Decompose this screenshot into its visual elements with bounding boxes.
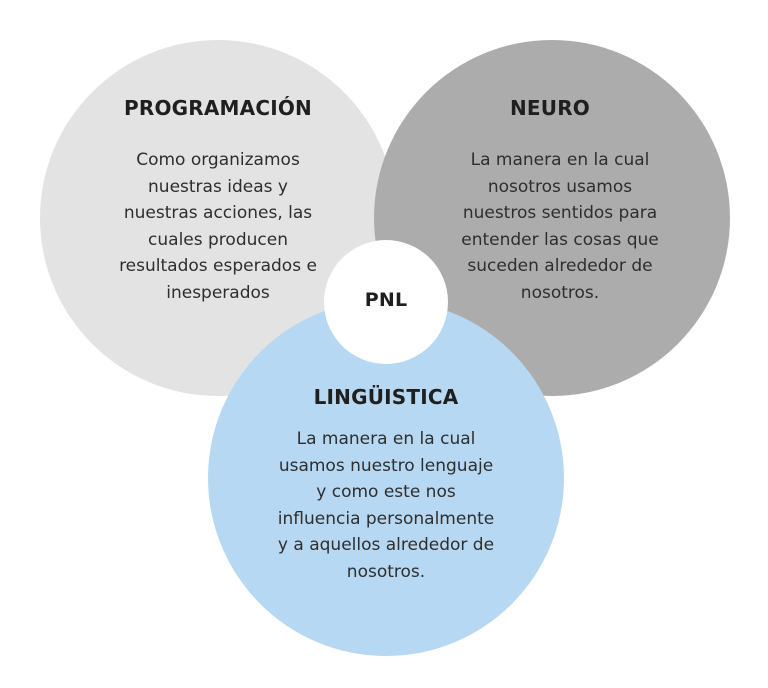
programacion-description: Como organizamos nuestras ideas y nuestr…: [88, 147, 348, 306]
programacion-line: cuales producen: [148, 229, 288, 250]
linguistica-line: y como este nos: [316, 482, 456, 502]
neuro-line: nuestros sentidos para: [462, 203, 658, 223]
programacion-line: inesperados: [166, 282, 270, 303]
programacion-line: nuestras ideas y: [148, 176, 288, 197]
neuro-description: La manera en la cual nosotros usamos nue…: [430, 147, 690, 306]
neuro-line: La manera en la cual: [470, 150, 650, 170]
neuro-line: nosotros usamos: [487, 176, 633, 197]
programacion-title: PROGRAMACIÓN: [124, 96, 312, 120]
linguistica-line: nosotros.: [346, 561, 426, 582]
neuro-title: NEURO: [509, 96, 591, 120]
pnl-label: PNL: [364, 289, 408, 311]
neuro-line: entender las cosas que: [461, 229, 659, 250]
programacion-line: nuestras acciones, las: [123, 203, 313, 223]
linguistica-line: usamos nuestro lenguaje: [278, 455, 494, 476]
linguistica-title: LINGÜISTICA: [313, 385, 459, 409]
pnl-center-circle: [324, 240, 448, 364]
neuro-line: nosotros.: [520, 282, 600, 303]
programacion-line: resultados esperados e: [119, 256, 317, 276]
linguistica-line: y a aquellos alrededor de: [277, 535, 495, 555]
linguistica-line: influencia personalmente: [277, 508, 495, 529]
neuro-line: suceden alrededor de: [467, 256, 653, 276]
linguistica-description: La manera en la cual usamos nuestro leng…: [256, 426, 516, 585]
linguistica-line: La manera en la cual: [296, 429, 476, 449]
programacion-line: Como organizamos: [136, 150, 300, 170]
